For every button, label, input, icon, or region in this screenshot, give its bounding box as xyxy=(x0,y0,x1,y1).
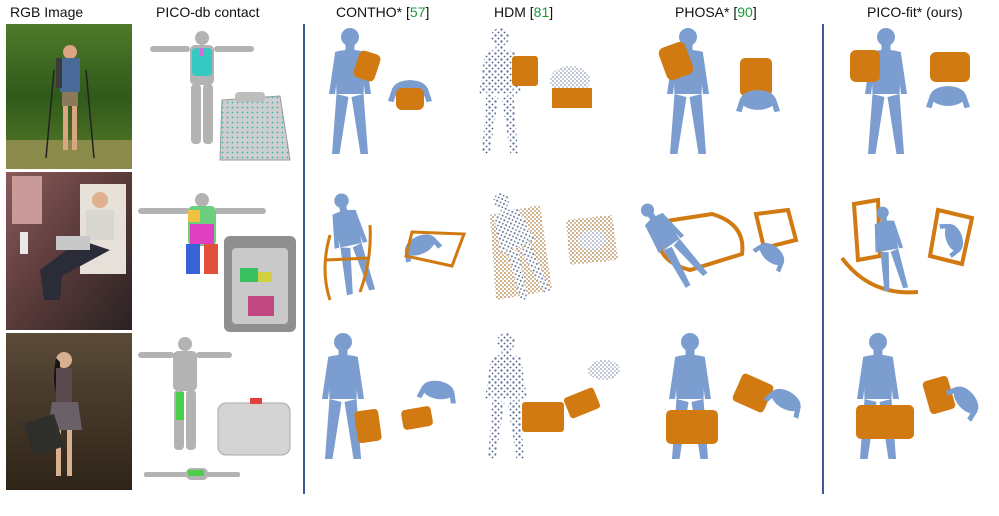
pico-db-object-chair xyxy=(224,236,296,332)
rgb-photo-chair xyxy=(6,172,132,330)
phosa-row3 xyxy=(666,333,808,459)
figure-caption xyxy=(6,503,996,516)
pico-db-body-row3 xyxy=(138,337,240,480)
pico-fit-row2 xyxy=(840,197,975,295)
header-pico-fit: PICO-fit* (ours) xyxy=(867,4,963,20)
phosa-row2 xyxy=(631,195,799,290)
header-phosa-name: PHOSA* xyxy=(675,4,730,20)
pico-fit-row1 xyxy=(850,28,970,154)
pico-db-body-row2 xyxy=(138,193,266,274)
header-hdm: HDM [81] xyxy=(494,4,554,20)
header-hdm-ref: 81 xyxy=(533,4,550,20)
contho-row3 xyxy=(322,333,460,459)
pico-db-object-suitcase xyxy=(217,398,291,456)
header-rgb-image: RGB Image xyxy=(10,4,84,20)
hdm-row2 xyxy=(481,187,618,303)
hdm-row1 xyxy=(479,28,592,154)
pico-db-object-backpack xyxy=(219,92,291,161)
figure-canvas xyxy=(6,24,986,494)
contho-row1 xyxy=(329,28,432,154)
header-phosa: PHOSA* [90] xyxy=(675,4,757,20)
pico-db-body-row1 xyxy=(150,31,254,144)
header-phosa-ref: 90 xyxy=(737,4,753,20)
header-hdm-name: HDM xyxy=(494,4,526,20)
contho-row2 xyxy=(323,190,467,301)
pico-fit-row3 xyxy=(856,333,986,459)
hdm-row3 xyxy=(485,333,620,459)
header-contho: CONTHO* [57] xyxy=(336,4,430,20)
header-pico-db-contact: PICO-db contact xyxy=(156,4,260,20)
phosa-row1 xyxy=(658,28,780,154)
header-contho-ref: 57 xyxy=(409,4,426,20)
header-contho-name: CONTHO* xyxy=(336,4,403,20)
rgb-photo-suitcase xyxy=(6,333,132,490)
rgb-photo-hiker xyxy=(6,24,132,169)
